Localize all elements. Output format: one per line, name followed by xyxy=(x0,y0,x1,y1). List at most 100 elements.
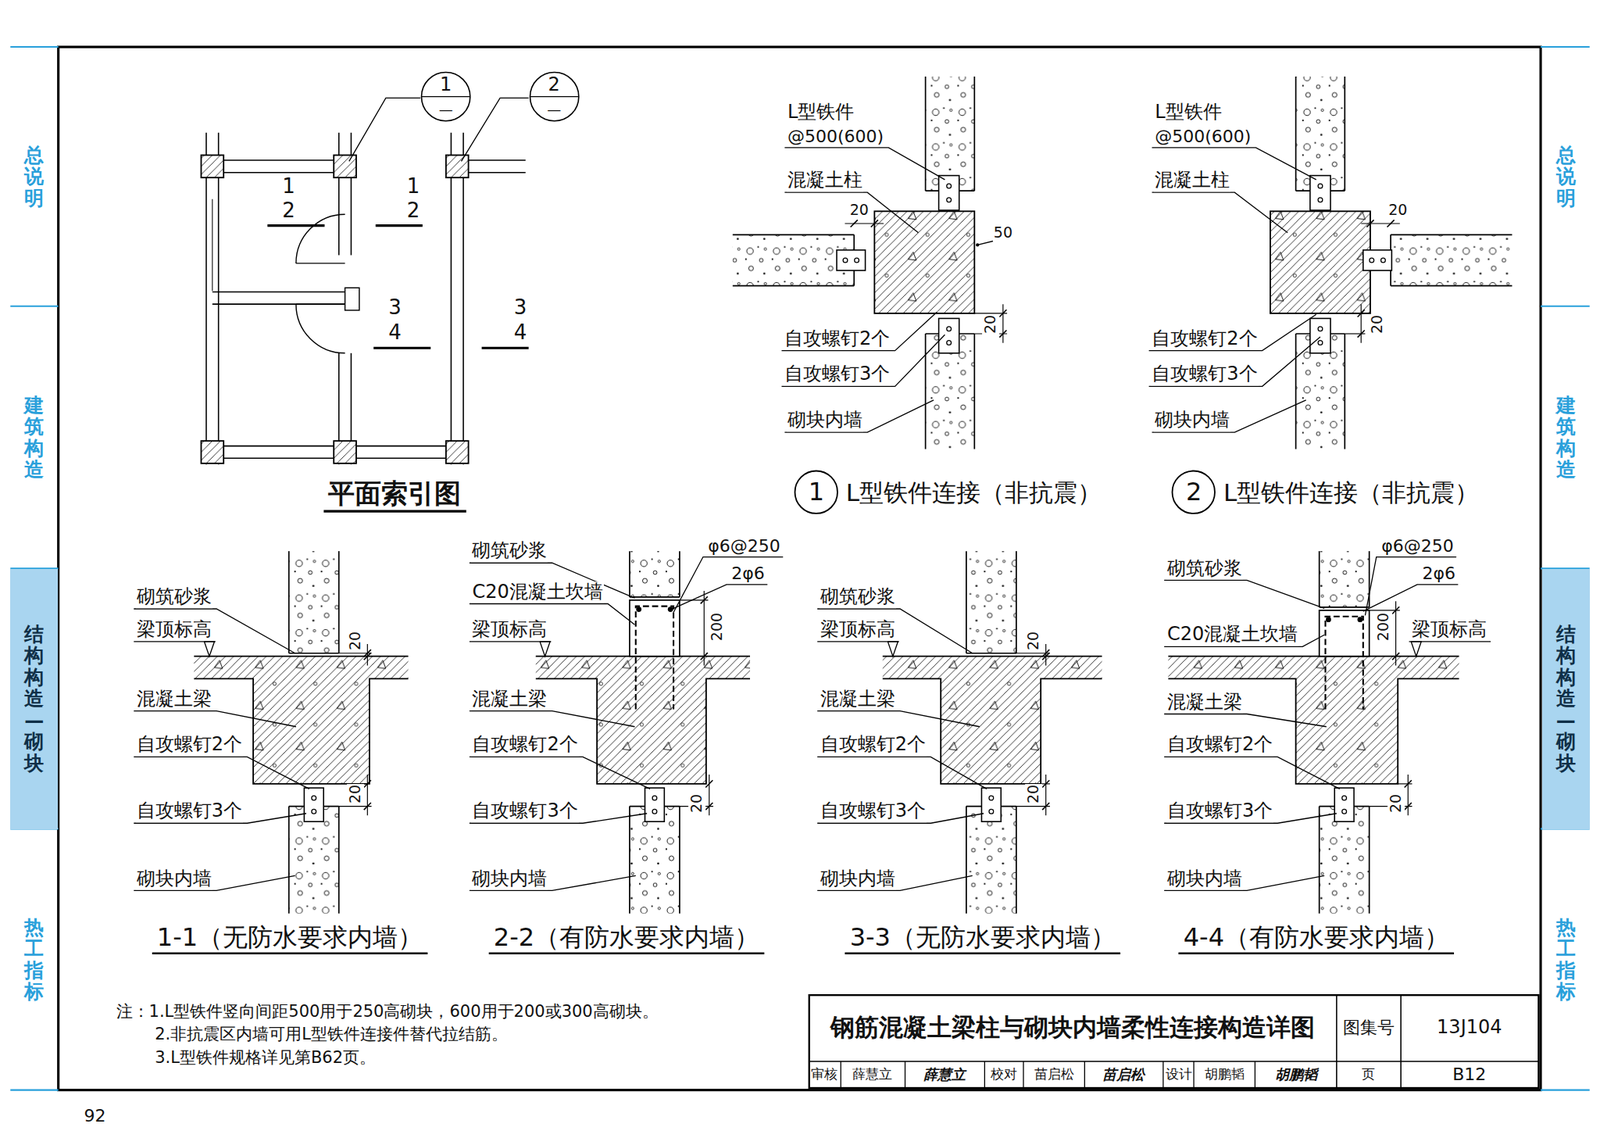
door-leaf xyxy=(296,303,346,304)
wall-edge xyxy=(338,550,340,654)
dimension-line xyxy=(1045,643,1047,665)
rebar-dot xyxy=(1325,616,1332,622)
screw-hole xyxy=(989,808,994,814)
wall-edge xyxy=(925,333,927,450)
section-tab: 结构构造—砌块 xyxy=(10,568,58,829)
sheet-frame xyxy=(58,46,1541,1090)
leader-line xyxy=(1164,714,1327,727)
tab-rule xyxy=(10,46,58,48)
dimension-tick xyxy=(1392,652,1400,660)
leader-line xyxy=(1152,192,1289,233)
section-tab: 总说明 xyxy=(1542,46,1590,307)
block-wall xyxy=(1319,550,1370,608)
plan-wall xyxy=(212,159,346,161)
leader-line xyxy=(844,952,1121,954)
detail-number: 2 xyxy=(1185,478,1202,506)
drawing-label: 2φ6 xyxy=(1421,563,1457,583)
drawing-label: 4 xyxy=(513,321,529,345)
plan-window xyxy=(211,199,213,292)
drawing-label: 92 xyxy=(82,1105,107,1125)
section-cut-mark xyxy=(373,346,431,350)
leader-line xyxy=(203,641,215,657)
drawing-label: 混凝土柱 xyxy=(1153,169,1231,192)
detail-title: L型铁件连接（非抗震） xyxy=(846,478,1102,506)
screw-hole xyxy=(842,257,848,263)
block-wall xyxy=(1390,234,1512,286)
plan-wall xyxy=(205,132,208,465)
detail-title: L型铁件连接（非抗震） xyxy=(1223,478,1479,506)
dimension-tick xyxy=(1387,219,1395,227)
block-wall xyxy=(966,806,1017,914)
title-block-rule xyxy=(1192,1060,1194,1088)
dimension-tick xyxy=(850,219,858,227)
drawing-label: 梁顶标高 xyxy=(1410,618,1488,641)
title-block-rule xyxy=(984,1060,986,1088)
callout-page: — xyxy=(420,97,472,122)
concrete-beam-hatch xyxy=(882,656,1103,784)
plan-wall xyxy=(338,132,340,256)
signature: 胡鹏韬 xyxy=(1274,1066,1318,1083)
plan-wall xyxy=(350,132,353,256)
leader-line xyxy=(887,641,898,657)
drawing-label: 20 xyxy=(1387,201,1408,219)
concrete-beam xyxy=(193,656,408,784)
screw-hole xyxy=(1317,183,1323,189)
wall-edge xyxy=(1295,333,1297,450)
wall-edge xyxy=(289,652,340,654)
leader-line xyxy=(489,952,765,954)
wall-edge xyxy=(1368,806,1371,914)
drawing-label: 混凝土柱 xyxy=(786,169,864,192)
drawing-label: 自攻螺钉2个 xyxy=(1150,328,1258,350)
index-leader xyxy=(460,97,529,161)
drawing-label: @500(600) xyxy=(1153,126,1252,147)
title-block-rule xyxy=(1022,1060,1024,1088)
leader-line xyxy=(1164,756,1340,789)
dimension-tick xyxy=(705,802,713,810)
dimension-line xyxy=(367,774,368,815)
title-block-rule xyxy=(1335,994,1338,1088)
drawing-label: 20 xyxy=(346,783,365,804)
kerb-rebar xyxy=(1325,616,1364,710)
plan-column-ground xyxy=(200,154,224,178)
drawing-title: 钢筋混凝土梁柱与砌块内墙柔性连接构造详图 xyxy=(829,1013,1316,1042)
leader-line xyxy=(817,608,972,654)
plan-wall xyxy=(450,132,453,465)
section-cut-mark xyxy=(375,224,423,227)
section-tab: 结构构造—砌块 xyxy=(1542,568,1590,829)
block-wall xyxy=(1296,76,1346,191)
plan-column-ground xyxy=(333,440,357,464)
door-swing xyxy=(296,214,346,264)
title-block xyxy=(809,994,1540,1088)
block-wall xyxy=(925,76,975,191)
l-bracket xyxy=(836,250,866,271)
wall-edge xyxy=(973,333,975,450)
tab-rule xyxy=(1540,305,1590,308)
wall-edge xyxy=(1015,550,1018,654)
callout-page: — xyxy=(528,97,580,122)
callout-number: 1 xyxy=(420,72,472,97)
drawing-label: 3 xyxy=(513,296,529,320)
leader-line xyxy=(817,710,980,727)
drawing-label: 2 xyxy=(406,199,422,223)
drawing-label: 校对 xyxy=(989,1067,1018,1083)
title-block-rule xyxy=(1162,1060,1164,1088)
drawing-label: 2-2（有防水要求内墙） xyxy=(492,922,761,952)
door-leaf xyxy=(296,262,346,264)
tab-text: 热工指标 xyxy=(24,916,44,1003)
drawing-label: 梁顶标高 xyxy=(471,618,548,641)
wall-edge xyxy=(1343,333,1346,450)
drawing-label: 20 xyxy=(849,201,870,219)
drawing-label: 砌块内墙 xyxy=(135,867,213,890)
drawing-label: 3.L型铁件规格详见第B62页。 xyxy=(153,1047,377,1067)
dimension-tick xyxy=(705,779,713,787)
section-tab: 建筑构造 xyxy=(1542,306,1590,569)
index-callout: 2— xyxy=(528,71,580,122)
door-frame xyxy=(345,287,360,311)
l-bracket xyxy=(645,787,665,822)
section-cut-mark xyxy=(267,224,325,227)
extension-line xyxy=(1397,782,1412,784)
leader-line xyxy=(133,710,297,727)
l-bracket xyxy=(303,787,324,822)
leader-line xyxy=(469,756,650,789)
